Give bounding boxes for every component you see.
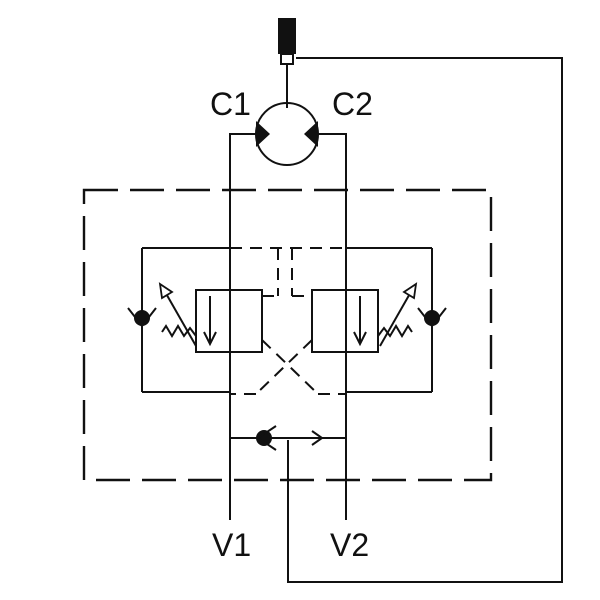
drain-line [287, 57, 563, 583]
left-counterbalance-valve [195, 289, 263, 353]
motor-shaft-icon [278, 18, 296, 108]
hydraulic-motor-icon [255, 102, 319, 166]
pilot-crossover [230, 339, 346, 395]
right-check-valve-icon [417, 307, 447, 328]
right-counterbalance-valve [311, 289, 379, 353]
bottom-check-line [230, 425, 346, 451]
valve-block-outline [82, 188, 493, 482]
left-check-valve-icon [127, 307, 157, 328]
port-label-c2: C2 [332, 86, 373, 122]
inner-circuit [141, 247, 433, 393]
port-label-c1: C1 [210, 86, 251, 122]
port-label-v1: V1 [212, 527, 251, 563]
port-label-v2: V2 [330, 527, 369, 563]
left-adjustable-spring-icon [158, 282, 197, 347]
right-adjustable-spring-icon [377, 282, 418, 347]
